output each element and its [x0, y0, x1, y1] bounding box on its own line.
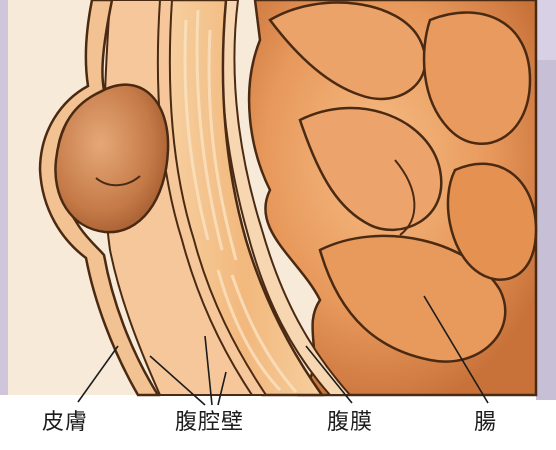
label-peritoneum: 腹膜 [327, 410, 373, 436]
label-intestine: 腸 [474, 410, 497, 436]
label-skin: 皮膚 [42, 410, 88, 436]
left-edge-tint [0, 0, 8, 395]
label-abdominal-wall: 腹腔壁 [175, 410, 244, 436]
background-right-panel [536, 60, 556, 400]
